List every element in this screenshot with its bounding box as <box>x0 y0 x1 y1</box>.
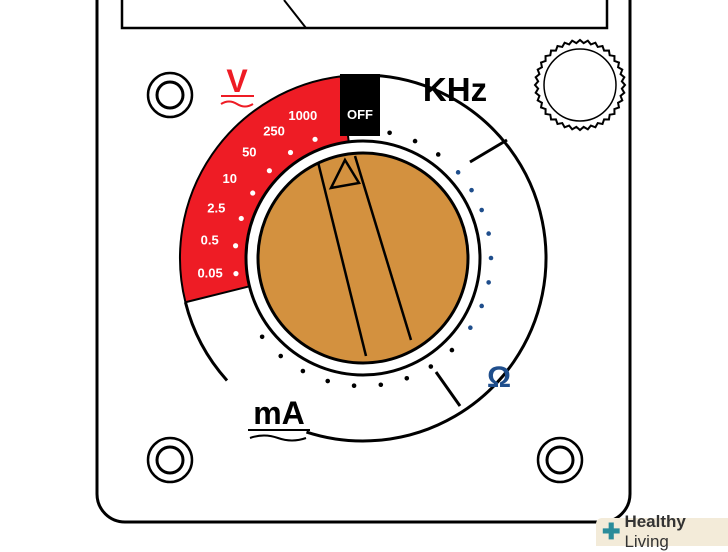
khz-divider <box>469 138 508 164</box>
khz-label: KHz <box>423 71 487 108</box>
scale-dot <box>428 364 434 369</box>
scale-dot <box>468 325 473 331</box>
scale-dot <box>479 303 484 309</box>
watermark-bold: Healthy <box>624 512 686 531</box>
display-needle <box>283 0 307 29</box>
scale-dot <box>387 130 392 136</box>
scale-dot <box>259 334 265 340</box>
screw-bottom-right <box>536 436 584 484</box>
screw-top-left <box>146 71 194 119</box>
scale-dot <box>455 170 461 175</box>
voltage-range-dot <box>266 168 272 174</box>
voltage-range-dot <box>312 136 318 142</box>
voltage-range-label: 10 <box>223 171 237 186</box>
scale-dot <box>404 375 410 381</box>
scale-dot <box>412 138 418 144</box>
knob-face <box>543 48 617 122</box>
scale-dot <box>449 347 455 353</box>
ac-symbol <box>220 95 254 108</box>
voltage-range-label: 0.5 <box>201 233 219 248</box>
voltage-range-label: 2.5 <box>207 201 225 216</box>
scale-dot <box>488 255 494 261</box>
scale-dot <box>278 353 284 359</box>
voltage-range-label: 1000 <box>288 108 317 123</box>
scale-dot <box>325 378 331 384</box>
scale-dot <box>486 231 491 236</box>
scale-dot <box>469 187 474 193</box>
scale-dot <box>378 382 384 388</box>
ohm-label: Ω <box>487 361 511 394</box>
dc-ac-symbol <box>248 429 310 442</box>
watermark-regular: Living <box>624 532 669 551</box>
plus-leaf-icon: ✚ <box>602 519 621 544</box>
display-screen <box>120 0 609 30</box>
scale-dot <box>486 280 491 285</box>
knob-pointer-triangle <box>328 157 362 190</box>
voltage-label: V <box>226 63 248 99</box>
off-position[interactable] <box>340 74 380 136</box>
knob-grip-line-right <box>353 155 413 341</box>
scale-dot <box>300 368 306 374</box>
voltage-range-dot <box>233 270 239 277</box>
scale-dot <box>435 152 441 157</box>
voltage-range-label: 0.05 <box>197 265 222 280</box>
adjust-knob[interactable] <box>533 38 627 132</box>
selector-knob[interactable] <box>256 151 470 365</box>
off-label: OFF <box>347 107 373 122</box>
voltage-range-dot <box>250 190 256 196</box>
scale-dot <box>479 207 484 213</box>
ohm-divider <box>434 371 462 407</box>
knob-grip-line-left <box>316 161 368 357</box>
dial-lower-left-arc <box>183 301 229 382</box>
milliamp-label: mA <box>253 395 305 431</box>
voltage-range-dot <box>287 149 294 156</box>
dial-outer-arc <box>305 74 548 443</box>
voltage-range-dot <box>238 215 244 222</box>
healthy-living-watermark: ✚ Healthy Living <box>596 512 728 551</box>
voltage-range-dot <box>232 243 239 249</box>
screw-bottom-left <box>146 436 194 484</box>
voltage-range-label: 50 <box>242 145 256 160</box>
voltage-range-label: 250 <box>263 123 285 138</box>
scale-dot <box>351 383 357 388</box>
